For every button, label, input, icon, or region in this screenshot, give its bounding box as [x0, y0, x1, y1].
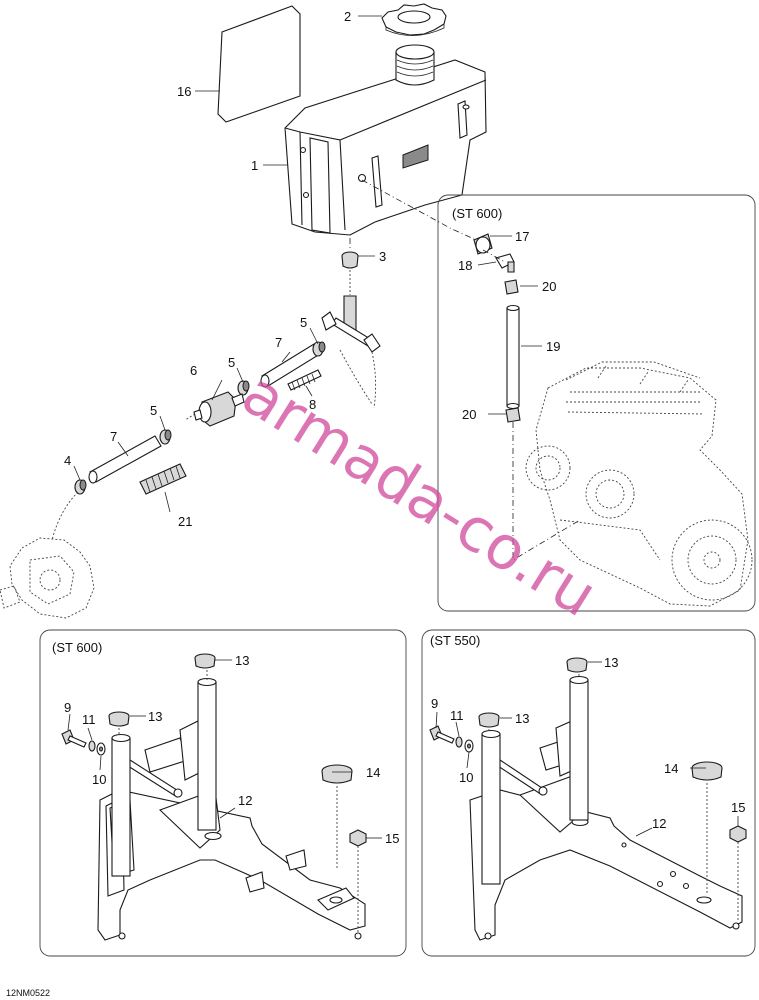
- callout-19: 19: [546, 339, 560, 354]
- bracket-right-inset-frame: [421, 629, 756, 957]
- callout-5-mid: 5: [228, 355, 235, 370]
- tube-st550-tall: [569, 675, 589, 821]
- callout-4: 4: [64, 453, 71, 468]
- flat-washer-st550: [464, 739, 474, 753]
- clamp-lower: [159, 429, 172, 445]
- engine: [525, 361, 753, 607]
- watermark: armada-co.ru: [230, 358, 608, 631]
- bracket-left-inset-title: (ST 600): [52, 640, 102, 655]
- callout-9-st550: 9: [431, 696, 438, 711]
- nut-st600: [349, 829, 367, 847]
- elbow-fitting: [495, 253, 515, 273]
- oil-filter: [193, 391, 245, 427]
- grommet-st600-mid: [108, 711, 130, 727]
- bolt-st600: [61, 729, 87, 748]
- callout-9-st600: 9: [64, 700, 71, 715]
- banjo-fitting: [473, 233, 493, 255]
- callout-7-lower: 7: [110, 429, 117, 444]
- decal: [217, 5, 301, 123]
- callout-12-st600: 12: [238, 793, 252, 808]
- callout-7-upper: 7: [275, 335, 282, 350]
- spiral-sleeve: [139, 463, 187, 495]
- callout-21: 21: [178, 514, 192, 529]
- callout-13-st600-top: 13: [235, 653, 249, 668]
- clamp-mid: [237, 380, 250, 396]
- drawing-code: 12NM0522: [6, 988, 50, 998]
- callout-10-st550: 10: [459, 770, 473, 785]
- callout-3: 3: [379, 249, 386, 264]
- callout-15-st550: 15: [731, 800, 745, 815]
- bracket-right-inset-title: (ST 550): [430, 633, 480, 648]
- bracket-st550: [469, 719, 743, 941]
- callout-11-st600: 11: [82, 712, 96, 727]
- bracket-left-inset-frame: [39, 629, 407, 957]
- callout-20-upper: 20: [542, 279, 556, 294]
- hose-lower: [88, 435, 162, 484]
- callout-13-st550-mid: 13: [515, 711, 529, 726]
- clamp-end: [74, 479, 87, 495]
- callout-leaders: [67, 15, 739, 839]
- callout-16: 16: [177, 84, 191, 99]
- callout-13-st550-top: 13: [604, 655, 618, 670]
- callout-14-st600: 14: [366, 765, 380, 780]
- callout-8: 8: [309, 397, 316, 412]
- callout-11-st550: 11: [450, 708, 464, 723]
- bracket-st600: [97, 719, 366, 941]
- callout-14-st550: 14: [664, 761, 678, 776]
- t-fitting: [321, 295, 381, 353]
- lock-washer-st600: [88, 740, 96, 752]
- engine-inset-title: (ST 600): [452, 206, 502, 221]
- engine-inset-frame: [437, 194, 756, 612]
- oil-line: [506, 304, 520, 410]
- clamp-upper: [312, 341, 326, 357]
- callout-13-st600-mid: 13: [148, 709, 162, 724]
- hose-clamp-upper: [504, 279, 519, 295]
- callout-15-st600: 15: [385, 831, 399, 846]
- lock-washer-st550: [455, 736, 463, 748]
- spring: [287, 369, 322, 391]
- outlet-grommet: [341, 251, 359, 269]
- callout-17: 17: [515, 229, 529, 244]
- grommet-st600-large: [321, 764, 353, 784]
- oil-tank: [284, 44, 487, 236]
- tube-st600-tall: [197, 677, 217, 831]
- callout-18: 18: [458, 258, 472, 273]
- callout-5-upper: 5: [300, 315, 307, 330]
- bolt-st550: [429, 725, 455, 744]
- grommet-st550-large: [691, 761, 723, 781]
- callout-20-lower: 20: [462, 407, 476, 422]
- tube-st550-short: [481, 729, 501, 885]
- flat-washer-st600: [96, 742, 106, 756]
- callout-5-lower: 5: [150, 403, 157, 418]
- callout-12-st550: 12: [652, 816, 666, 831]
- oil-pump: [0, 537, 95, 619]
- hose-upper: [260, 343, 321, 388]
- oil-tank-cap: [381, 3, 447, 36]
- tube-st600-short: [111, 733, 131, 877]
- callout-6: 6: [190, 363, 197, 378]
- grommet-st550-mid: [478, 712, 500, 728]
- hose-clamp-lower: [505, 407, 521, 423]
- grommet-st550-top: [566, 657, 588, 673]
- grommet-st600-top: [194, 653, 216, 669]
- callout-labels: 2 16 1 3 5 5 7 6 8 5 7 4 21 17 18 20 19 …: [64, 9, 745, 846]
- callout-1: 1: [251, 158, 258, 173]
- callout-2: 2: [344, 9, 351, 24]
- nut-st550: [729, 825, 747, 843]
- callout-10-st600: 10: [92, 772, 106, 787]
